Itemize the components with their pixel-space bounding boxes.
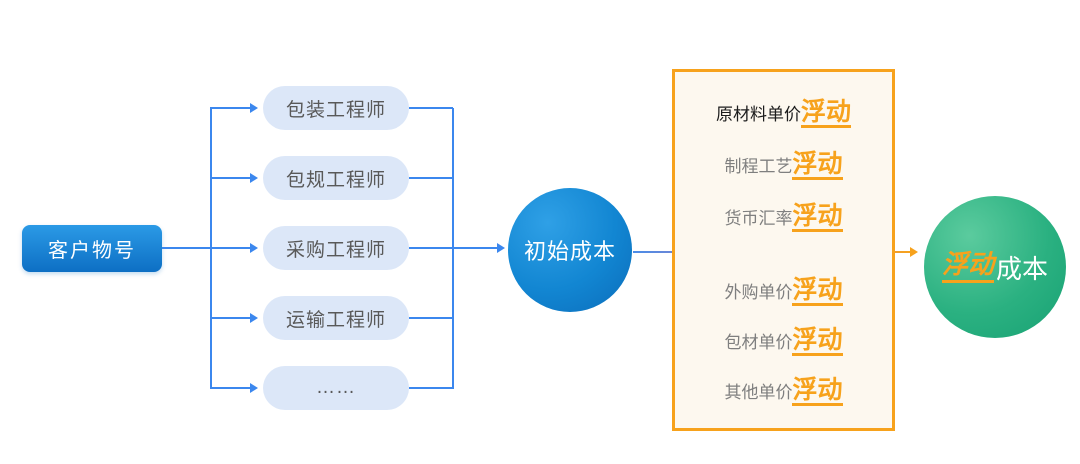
connector-line: [162, 247, 212, 249]
engineer-label: 运输工程师: [285, 309, 386, 331]
factor-label: 原材料单价: [715, 105, 801, 124]
factor-highlight: 浮动: [792, 203, 843, 233]
connector-line: [210, 247, 250, 249]
connector-line: [210, 107, 250, 109]
factor-label: 货币汇率: [724, 209, 793, 228]
factor-label: 其他单价: [724, 383, 793, 402]
arrowhead-icon: [250, 173, 258, 183]
arrowhead-icon: [497, 243, 505, 253]
initial-cost-label: 初始成本: [523, 239, 616, 264]
arrowhead-icon: [250, 103, 258, 113]
arrowhead-icon: [250, 313, 258, 323]
customer-id-label: 客户物号: [48, 240, 136, 262]
customer-id-node: 客户物号: [22, 225, 162, 272]
connector-line: [409, 247, 453, 249]
engineer-label: 采购工程师: [285, 239, 386, 261]
connector-line: [210, 177, 250, 179]
factor-label: 制程工艺: [724, 157, 793, 176]
connector-line: [210, 317, 250, 319]
connector-line: [409, 317, 453, 319]
factor-highlight: 浮动: [792, 277, 843, 307]
engineer-label: ……: [316, 377, 356, 398]
connector-line: [409, 387, 453, 389]
floating-cost-suffix: 成本: [996, 254, 1049, 285]
factor-item: 货币汇率浮动: [675, 202, 892, 236]
connector-line: [453, 247, 497, 249]
factors-panel: 原材料单价浮动 制程工艺浮动 货币汇率浮动 外购单价浮动 包材单价浮动 其他单价…: [672, 69, 895, 431]
arrowhead-icon: [250, 383, 258, 393]
factor-highlight: 浮动: [792, 327, 843, 357]
engineer-label: 包规工程师: [285, 169, 386, 191]
engineer-node-more: ……: [263, 366, 409, 410]
engineer-node-transport: 运输工程师: [263, 296, 409, 340]
floating-cost-node: 浮动成本: [924, 196, 1066, 338]
factor-item: 外购单价浮动: [675, 276, 892, 310]
factor-item: 原材料单价浮动: [675, 98, 892, 132]
factor-item: 其他单价浮动: [675, 376, 892, 410]
engineer-node-packaging: 包装工程师: [263, 86, 409, 130]
initial-cost-node: 初始成本: [508, 188, 632, 312]
connector-line: [409, 177, 453, 179]
engineer-node-pack-spec: 包规工程师: [263, 156, 409, 200]
engineer-node-procurement: 采购工程师: [263, 226, 409, 270]
factor-label: 外购单价: [724, 283, 793, 302]
factor-highlight: 浮动: [792, 151, 843, 181]
factor-item: 制程工艺浮动: [675, 150, 892, 184]
connector-line: [409, 107, 453, 109]
engineer-label: 包装工程师: [285, 99, 386, 121]
floating-cost-highlight: 浮动: [941, 251, 994, 283]
factor-highlight: 浮动: [792, 377, 843, 407]
connector-line: [210, 387, 250, 389]
factor-label: 包材单价: [724, 333, 793, 352]
arrowhead-icon: [250, 243, 258, 253]
factor-highlight: 浮动: [800, 99, 851, 129]
factor-item: 包材单价浮动: [675, 326, 892, 360]
arrowhead-icon: [910, 247, 918, 257]
